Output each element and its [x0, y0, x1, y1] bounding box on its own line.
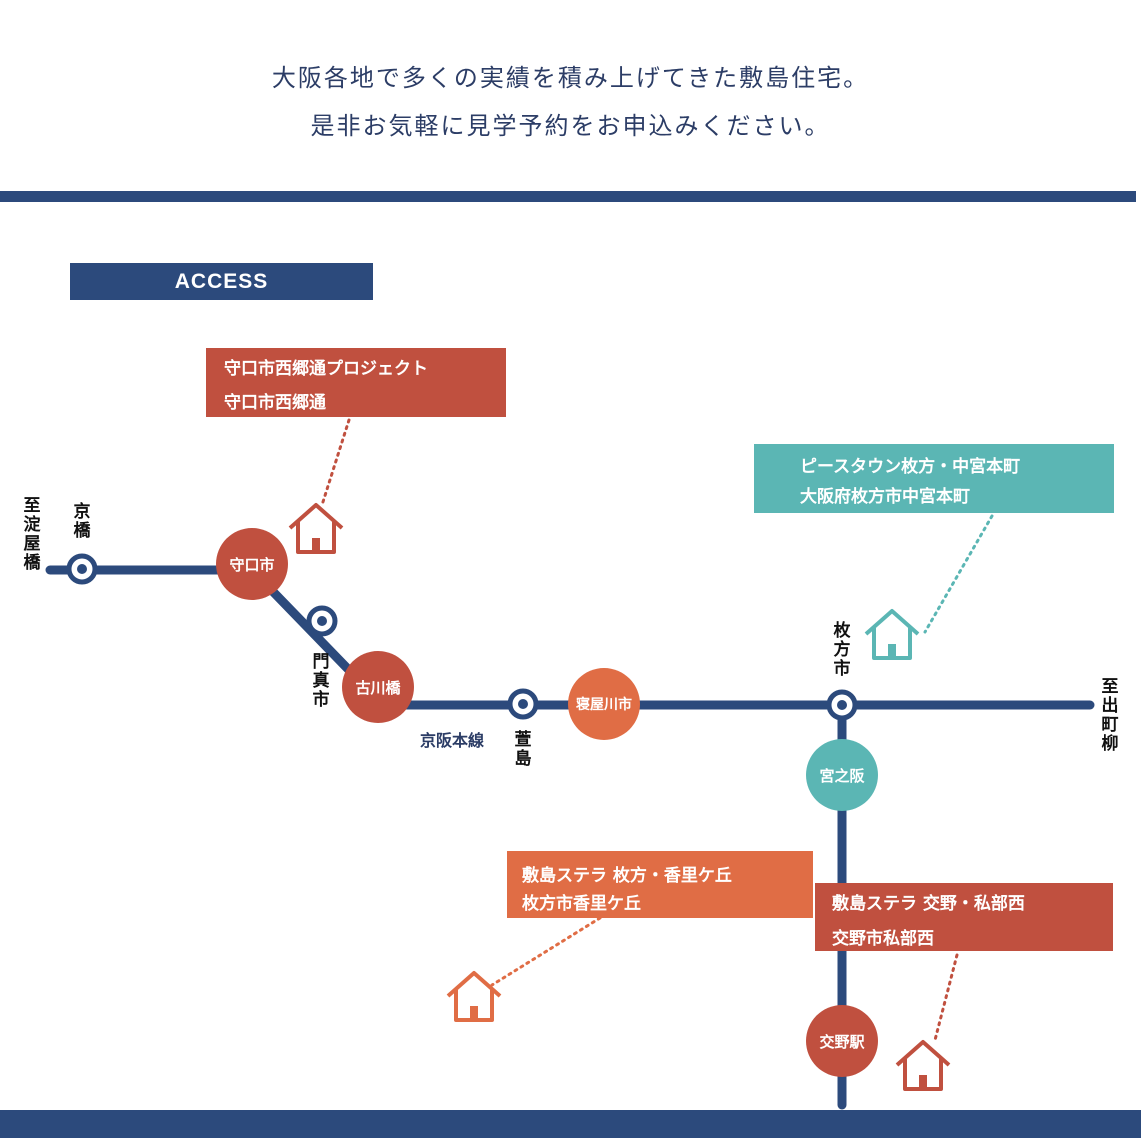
project-callout-hirakata[interactable]: ピースタウン枚方・中宮本町 大阪府枚方市中宮本町 — [754, 444, 1114, 513]
station-label-moriguchishi: 守口市 — [229, 555, 275, 574]
project-name: 敷島ステラ 枚方・香里ケ丘 — [522, 866, 732, 886]
station-circle-neyagawashi — [568, 668, 640, 740]
station-name-hirakatashi: 枚方市 — [833, 621, 851, 679]
project-address: 交野市私部西 — [832, 929, 934, 949]
station-circle-moriguchishi — [216, 528, 288, 600]
house-icon — [864, 609, 920, 660]
project-address: 大阪府枚方市中宮本町 — [800, 487, 970, 507]
station-dot-kadomashi — [317, 616, 327, 626]
project-callout-moriguchi[interactable]: 守口市西郷通プロジェクト 守口市西郷通 — [206, 348, 506, 417]
station-circle-miyanosaka — [806, 739, 878, 811]
project-callout-korigaoka[interactable]: 敷島ステラ 枚方・香里ケ丘 枚方市香里ケ丘 — [507, 851, 813, 918]
leader-moriguchi — [320, 418, 351, 507]
bottom-divider — [0, 1110, 1141, 1138]
leader-hirakata — [923, 514, 994, 634]
station-dot-hirakatashi — [837, 700, 847, 710]
house-icon — [895, 1040, 951, 1091]
house-icon — [288, 503, 344, 554]
project-name: 敷島ステラ 交野・私部西 — [832, 894, 1025, 914]
direction-west-label: 至淀屋橋 — [23, 496, 41, 573]
station-label-neyagawashi: 寝屋川市 — [576, 697, 632, 713]
station-name-kyobashi: 京橋 — [73, 502, 91, 541]
project-name: ピースタウン枚方・中宮本町 — [800, 457, 1021, 477]
leader-kori — [490, 916, 602, 987]
project-address: 守口市西郷通 — [224, 393, 326, 413]
intro-line-2: 是非お気軽に見学予約をお申込みください。 — [310, 112, 831, 140]
leader-kisabe — [933, 953, 959, 1042]
station-name-kayashima: 萱島 — [514, 730, 532, 769]
station-label-kononoeki: 交野駅 — [819, 1032, 865, 1051]
station-circle-kononoeki — [806, 1005, 878, 1077]
house-icon — [446, 971, 502, 1022]
intro-line-1: 大阪各地で多くの実績を積み上げてきた敷島住宅。 — [271, 64, 870, 92]
project-address: 枚方市香里ケ丘 — [522, 894, 641, 914]
station-name-kadomashi: 門真市 — [312, 652, 330, 710]
station-dot-kyobashi — [77, 564, 87, 574]
project-callout-kisabe[interactable]: 敷島ステラ 交野・私部西 交野市私部西 — [815, 883, 1113, 951]
top-divider — [0, 191, 1136, 202]
line-name-label: 京阪本線 — [420, 731, 485, 750]
access-heading: ACCESS — [70, 263, 373, 300]
station-label-miyanosaka: 宮之阪 — [819, 766, 865, 785]
station-label-furukawabashi: 古川橋 — [355, 678, 401, 697]
station-circle-furukawabashi — [342, 651, 414, 723]
project-name: 守口市西郷通プロジェクト — [224, 359, 428, 379]
direction-east-label: 至出町柳 — [1101, 677, 1119, 754]
station-dot-kayashima — [518, 699, 528, 709]
